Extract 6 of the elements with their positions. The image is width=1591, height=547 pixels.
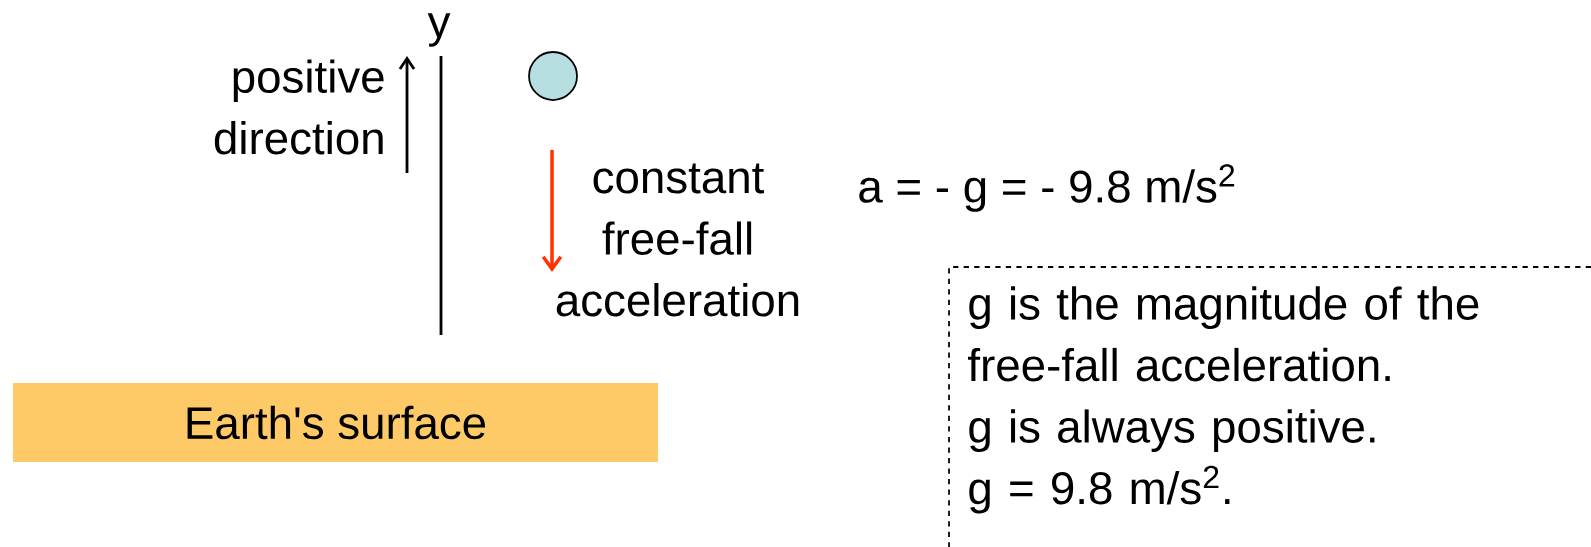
- direction-label: constant free-fall acceleration: [556, 163, 799, 317]
- ground-band: Earth's surface: [13, 383, 658, 462]
- note-box: g is the magnitude of the free-fall acceleration. g is always positive. g = 9.8 m/s$^{2}$.: [948, 266, 1591, 547]
- equation: a = - g = - 9.8 m/s$^{2}$: [859, 164, 1235, 212]
- axis-label: y: [427, 13, 451, 47]
- direction-label: positive direction: [214, 59, 384, 155]
